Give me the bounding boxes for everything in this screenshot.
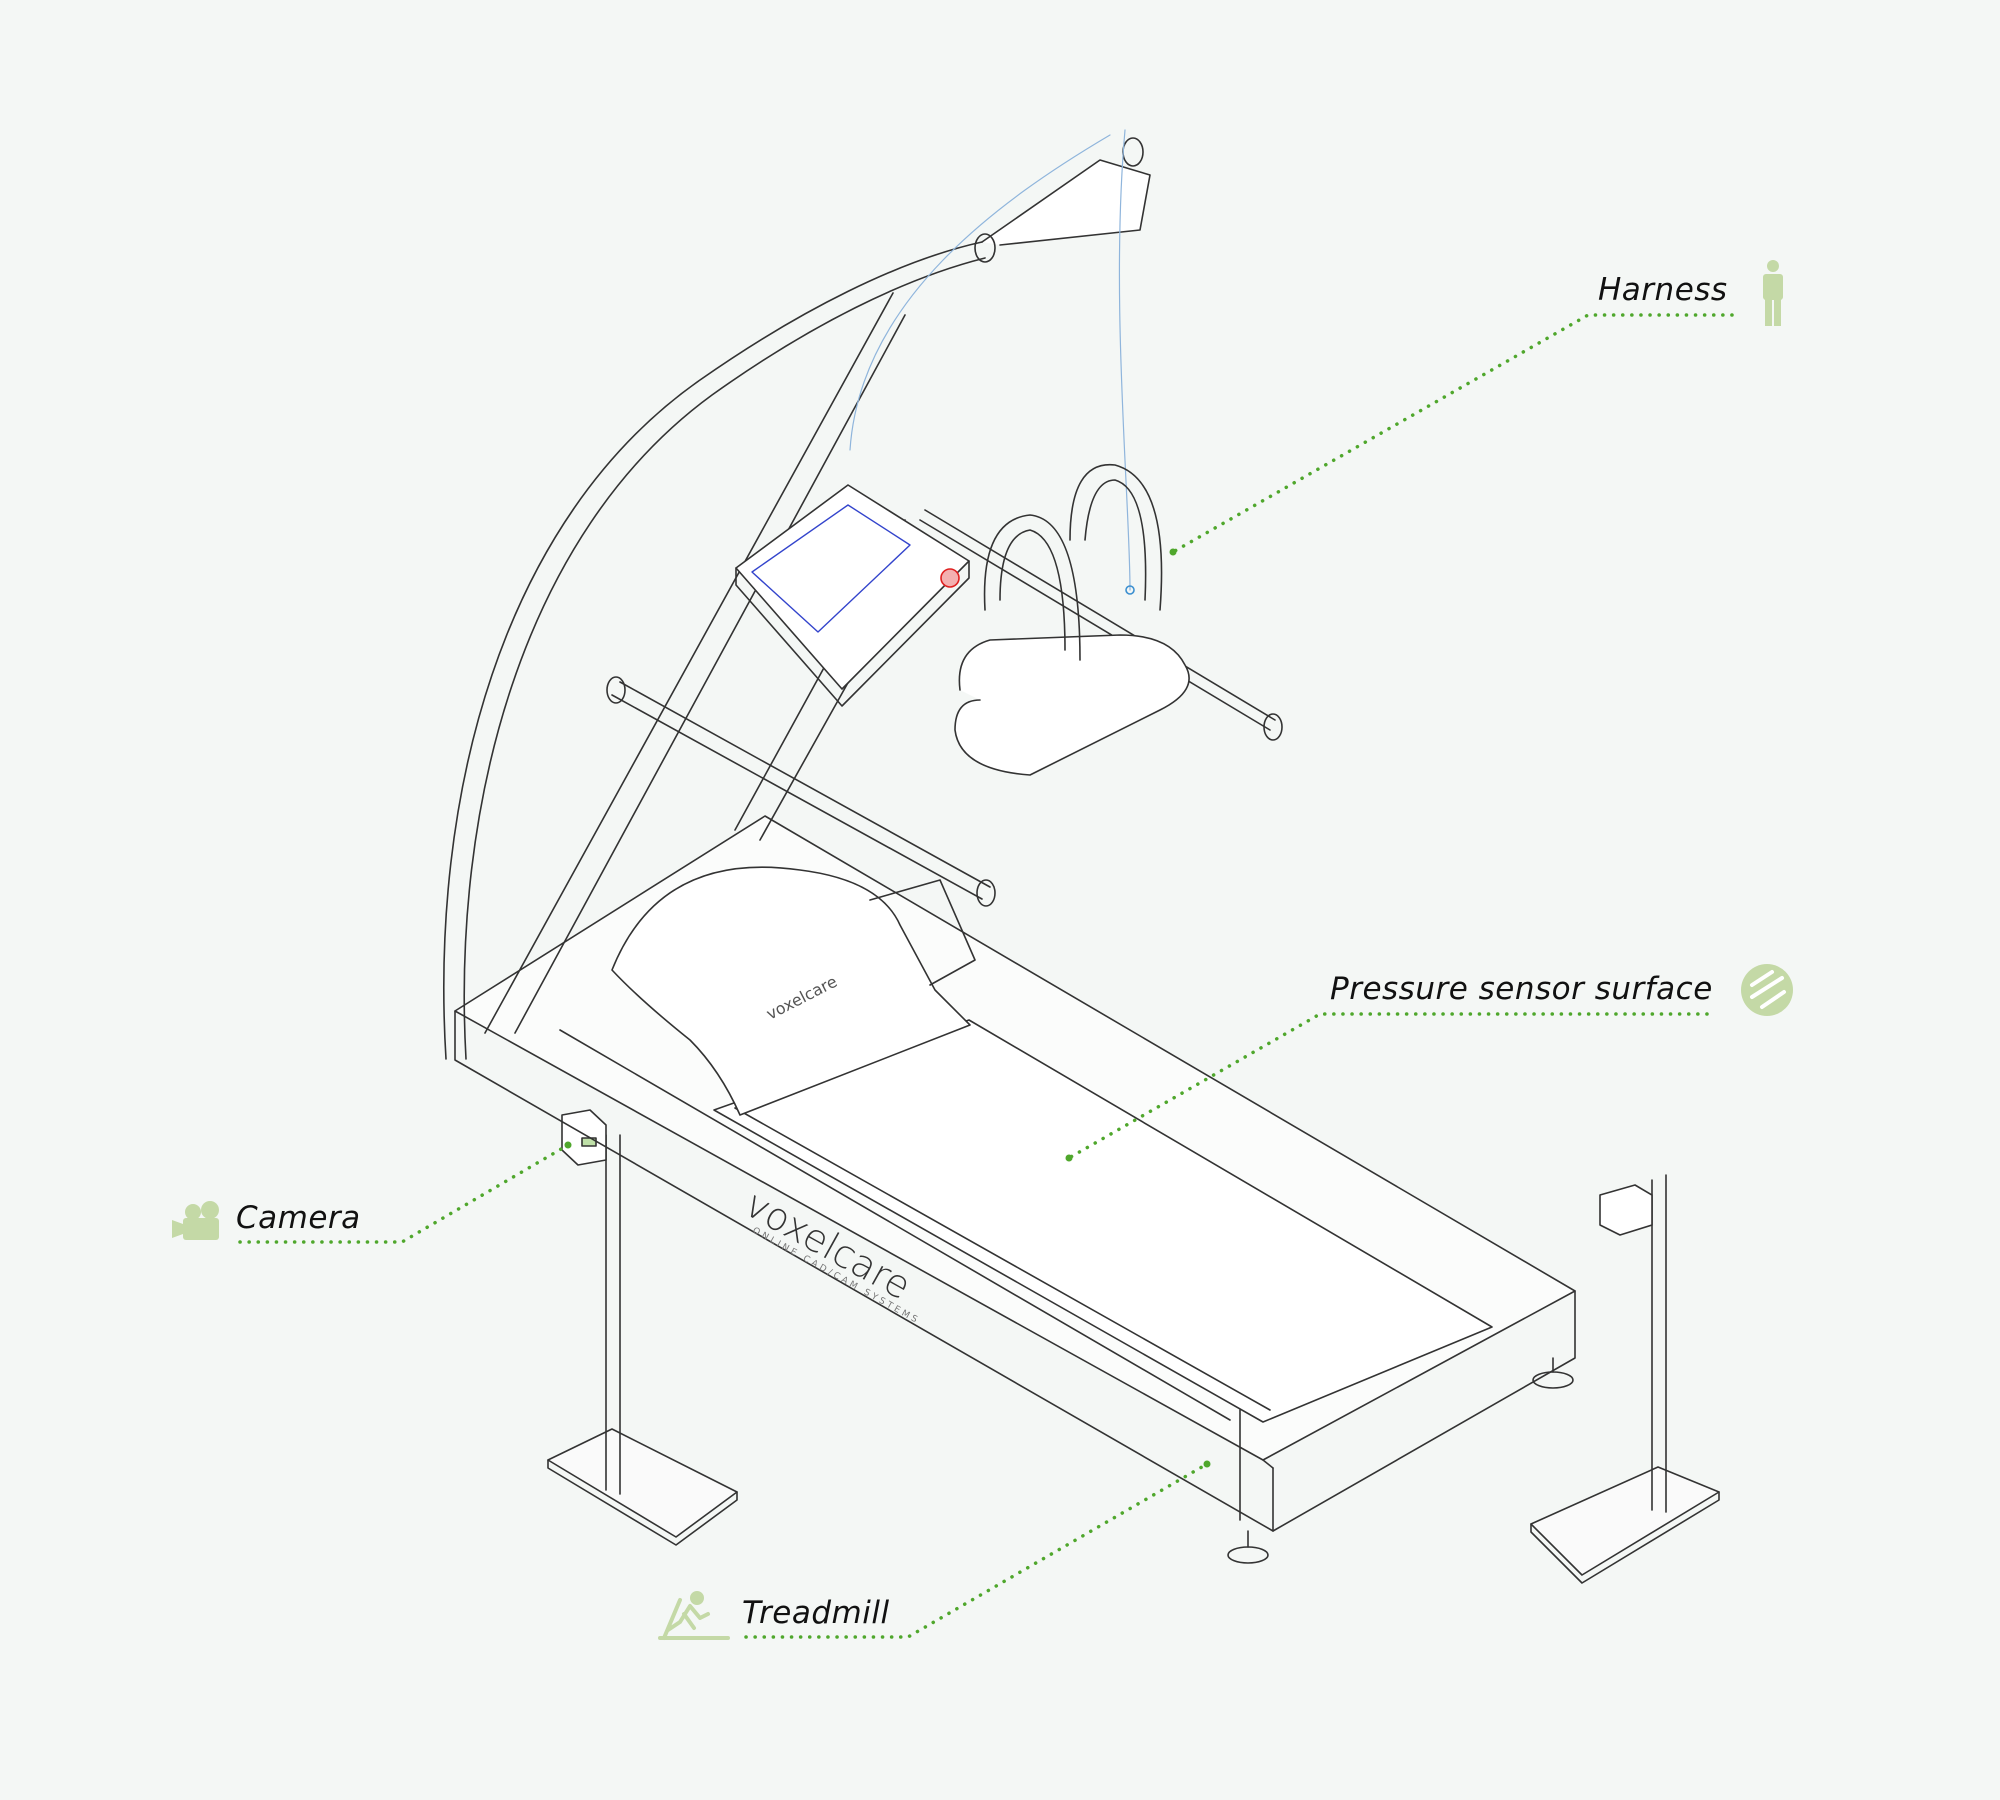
camera-label: Camera <box>236 1200 361 1236</box>
handrail <box>606 509 1283 907</box>
video-camera-icon <box>172 1201 219 1240</box>
treadmill-label: Treadmill <box>742 1595 890 1631</box>
camera-leader <box>238 1143 570 1244</box>
harness-cables <box>849 129 1131 591</box>
support-arch <box>443 137 1151 1060</box>
treadmill-frame <box>454 815 1576 1564</box>
person-harness-icon <box>1763 260 1783 326</box>
pressure-sensor-label: Pressure sensor surface <box>1330 971 1713 1007</box>
left-camera-stand <box>547 1109 738 1546</box>
treadmill-leader <box>744 1462 1209 1639</box>
sensor-waves-icon <box>1741 964 1793 1016</box>
runner-treadmill-icon <box>658 1591 730 1640</box>
right-camera-stand <box>1530 1174 1720 1584</box>
harness-label: Harness <box>1598 272 1728 308</box>
pressure-leader <box>1067 1012 1709 1160</box>
harness-frame <box>954 463 1190 776</box>
harness-leader <box>1171 313 1734 554</box>
control-console <box>735 484 970 707</box>
leader-lines <box>238 313 1734 1639</box>
